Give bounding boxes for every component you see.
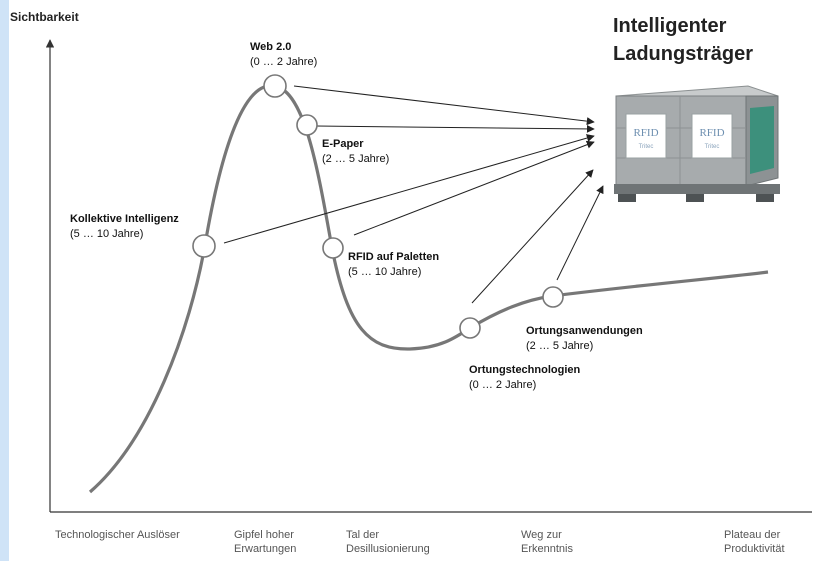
rfid-tag-right-sub: Tritec [705, 144, 720, 150]
arrow-ortungsanw [556, 185, 604, 281]
container-base [614, 184, 780, 194]
node-ortungsanw [542, 286, 564, 308]
phase-4-line1: Weg zur [521, 529, 562, 541]
arrow-ortungstech [471, 169, 594, 304]
label-epaper-name: E-Paper [322, 138, 364, 150]
phase-3-line2: Desillusionierung [346, 543, 430, 555]
node-rfid [322, 237, 344, 259]
phase-5-line1: Plateau der [724, 529, 781, 541]
phase-3: Tal der Desillusionierung [346, 528, 430, 556]
phase-1: Technologischer Auslöser [55, 528, 180, 542]
label-rfid-span: (5 … 10 Jahre) [348, 266, 422, 278]
container-image: RFID Tritec RFID Tritec [614, 85, 780, 202]
arrow-kollektive [223, 134, 595, 244]
arrow-epaper [315, 124, 595, 133]
phase-5: Plateau der Produktivität [724, 528, 785, 556]
rfid-tag-right [691, 113, 733, 159]
phase-4: Weg zur Erkenntnis [521, 528, 573, 556]
phase-2-line2: Erwartungen [234, 543, 297, 555]
phase-5-line2: Produktivität [724, 543, 785, 555]
node-ortungstech [459, 317, 481, 339]
phase-1-line1: Technologischer Auslöser [55, 529, 180, 541]
label-ortungstech-name: Ortungstechnologien [469, 364, 581, 376]
arrow-web20 [293, 85, 595, 126]
phase-2: Gipfel hoher Erwartungen [234, 528, 296, 556]
rfid-tag-left-text: RFID [633, 127, 658, 139]
product-title: Intelligenter Ladungsträger [613, 12, 753, 68]
label-kollektive-span: (5 … 10 Jahre) [70, 228, 144, 240]
label-rfid-name: RFID auf Paletten [348, 251, 440, 263]
label-ortungsanw: Ortungsanwendungen (2 … 5 Jahre) [526, 324, 643, 354]
rfid-tag-left [625, 113, 667, 159]
label-web20: Web 2.0 (0 … 2 Jahre) [250, 40, 317, 70]
product-title-line2: Ladungsträger [613, 43, 754, 65]
label-ortungstech: Ortungstechnologien (0 … 2 Jahre) [469, 363, 580, 393]
label-epaper: E-Paper (2 … 5 Jahre) [322, 137, 389, 167]
arrow-rfid [353, 140, 595, 236]
label-epaper-span: (2 … 5 Jahre) [322, 153, 390, 165]
label-kollektive: Kollektive Intelligenz (5 … 10 Jahre) [70, 212, 179, 242]
node-epaper [296, 114, 318, 136]
arrows [223, 85, 604, 304]
label-ortungstech-span: (0 … 2 Jahre) [469, 379, 537, 391]
phase-2-line1: Gipfel hoher [234, 529, 294, 541]
phase-4-line2: Erkenntnis [521, 543, 573, 555]
y-axis-title: Sichtbarkeit [10, 10, 79, 24]
left-accent-bar [0, 0, 9, 561]
node-kollektive [192, 234, 216, 258]
label-web20-span: (0 … 2 Jahre) [250, 56, 318, 68]
label-ortungsanw-name: Ortungsanwendungen [526, 325, 643, 337]
label-web20-name: Web 2.0 [250, 41, 292, 53]
node-web20 [263, 74, 287, 98]
phase-3-line1: Tal der [346, 529, 380, 541]
rfid-tag-right-text: RFID [699, 127, 724, 139]
container-green-panel [750, 106, 774, 174]
label-kollektive-name: Kollektive Intelligenz [70, 213, 179, 225]
rfid-tag-left-sub: Tritec [639, 144, 654, 150]
label-rfid: RFID auf Paletten (5 … 10 Jahre) [348, 250, 439, 280]
label-ortungsanw-span: (2 … 5 Jahre) [526, 340, 594, 352]
product-title-line1: Intelligenter [613, 15, 727, 37]
